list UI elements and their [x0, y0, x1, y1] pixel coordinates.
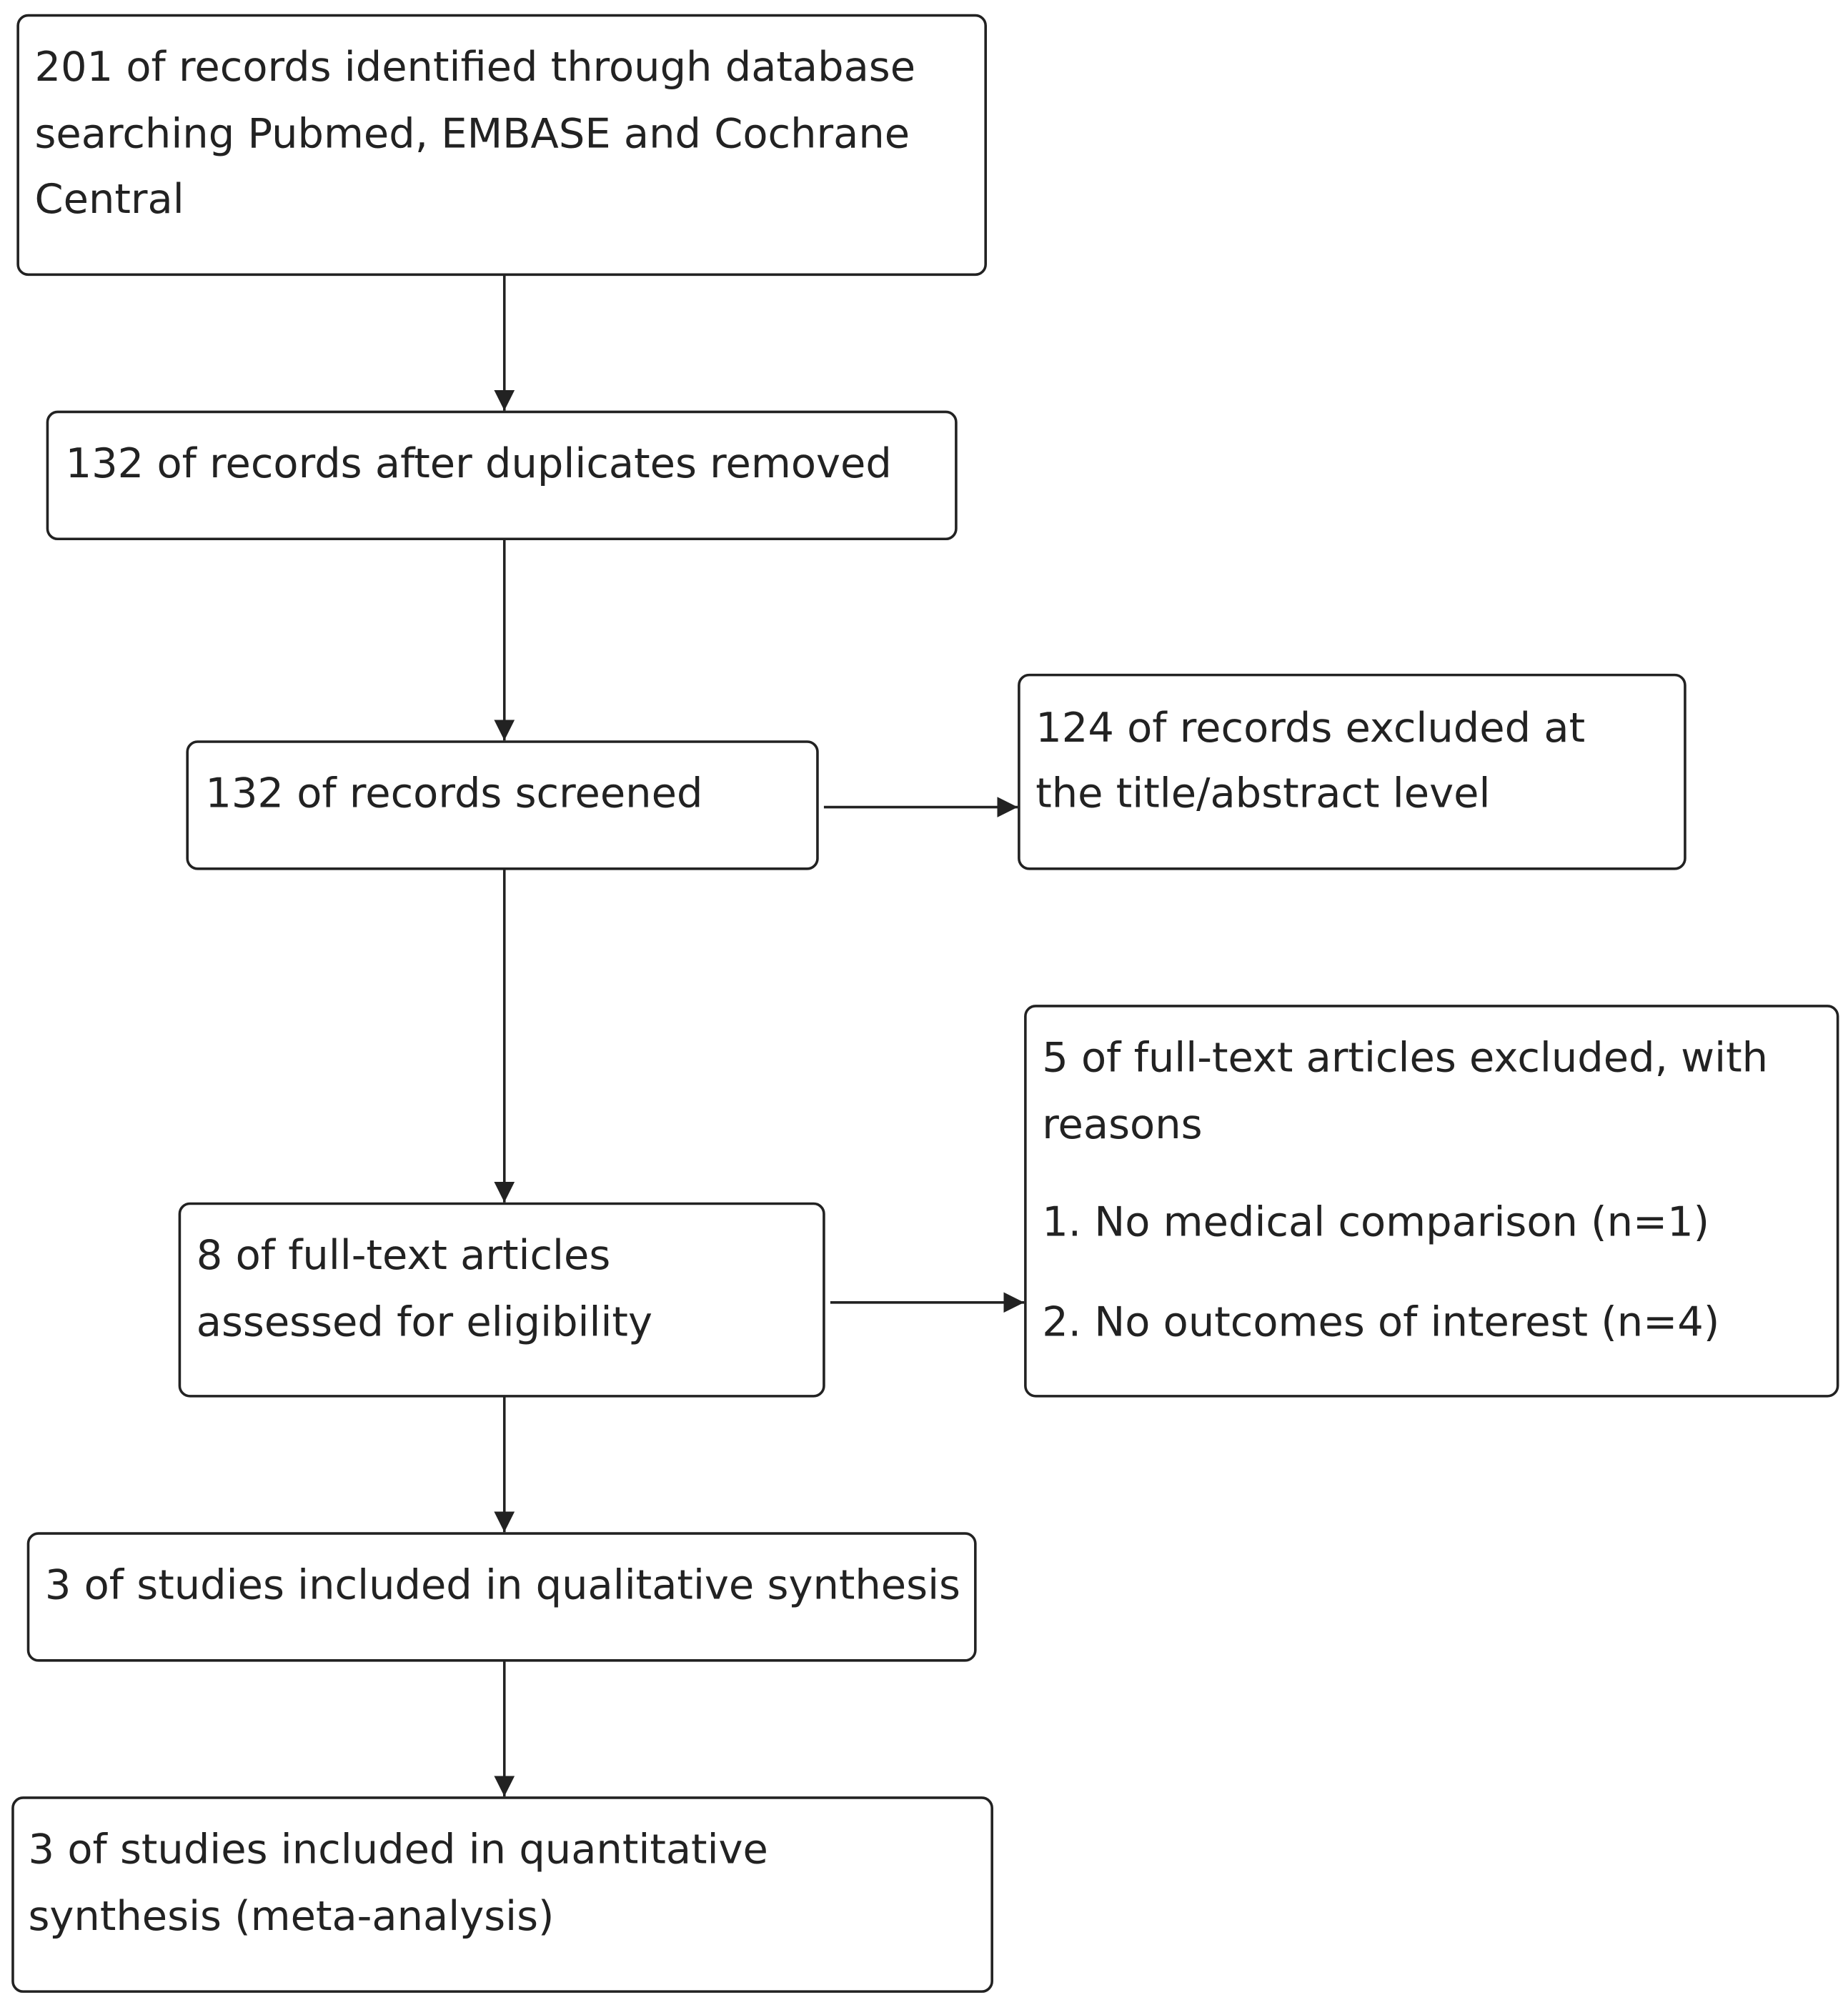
box-text: 3 of studies included in quantitative [29, 1826, 768, 1874]
box-excluded-title-abstract: 124 of records excluded at the title/abs… [1018, 673, 1686, 870]
box-excluded-fulltext: 5 of full-text articles excluded, with r… [1024, 1005, 1839, 1398]
box-text: 132 of records after duplicates removed [66, 439, 892, 487]
box-text: 201 of records identified through databa… [34, 43, 915, 91]
box-text: 3 of studies included in qualitative syn… [45, 1561, 960, 1609]
box-text: 132 of records screened [205, 770, 702, 817]
box-text: Central [34, 175, 184, 223]
box-after-duplicates: 132 of records after duplicates removed [46, 410, 958, 541]
box-text: 124 of records excluded at [1035, 704, 1585, 752]
box-text: 5 of full-text articles excluded, with [1042, 1034, 1768, 1082]
box-identified: 201 of records identified through databa… [16, 14, 987, 277]
box-text: reasons [1042, 1100, 1202, 1148]
box-qualitative: 3 of studies included in qualitative syn… [26, 1532, 977, 1662]
box-fulltext-assessed: 8 of full-text articles assessed for eli… [178, 1202, 825, 1398]
box-text: searching Pubmed, EMBASE and Cochrane [34, 110, 910, 158]
box-text: 8 of full-text articles [197, 1231, 611, 1279]
box-quantitative: 3 of studies included in quantitative sy… [11, 1796, 993, 1993]
box-text: the title/abstract level [1035, 770, 1490, 817]
box-text: 1. No medical comparison (n=1) [1042, 1198, 1709, 1245]
box-screened: 132 of records screened [186, 740, 819, 870]
box-text: synthesis (meta-analysis) [29, 1892, 555, 1940]
box-text: 2. No outcomes of interest (n=4) [1042, 1298, 1719, 1345]
box-text: assessed for eligibility [197, 1298, 652, 1345]
